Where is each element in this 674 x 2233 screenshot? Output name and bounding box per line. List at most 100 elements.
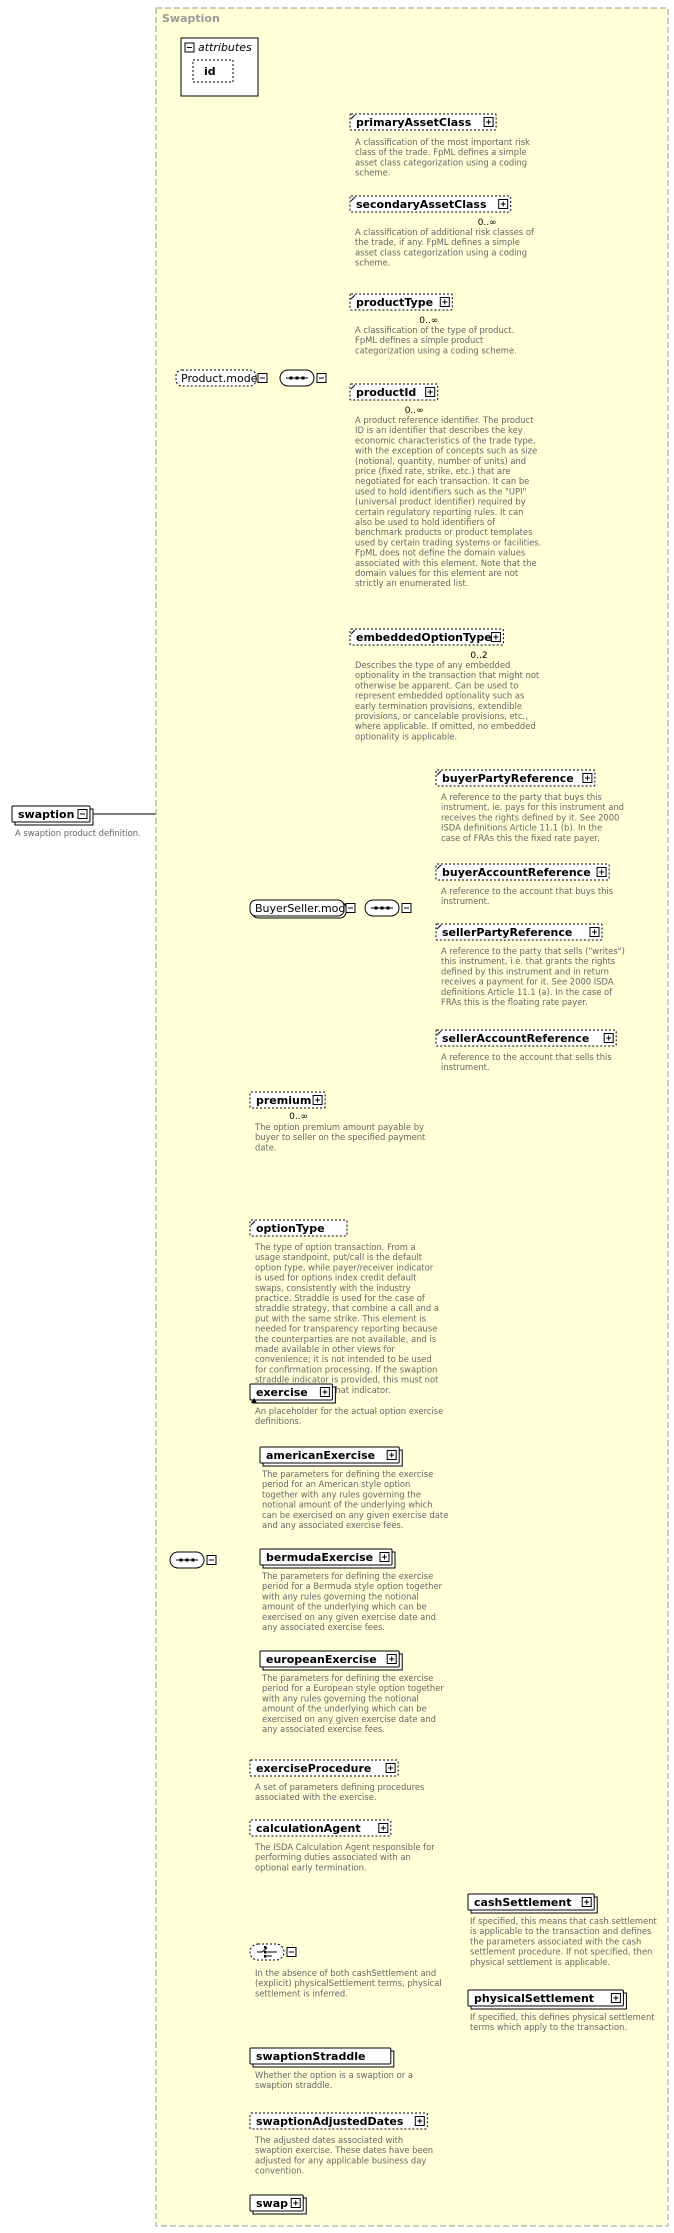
doc-line: date. xyxy=(255,1142,277,1152)
root-swaption-element[interactable]: swaption xyxy=(11,805,94,826)
element-optionType-label: optionType xyxy=(256,1222,325,1235)
doc-line: FRAs this is the floating rate payer. xyxy=(441,997,588,1007)
doc-line: instrument. xyxy=(441,896,490,906)
product-model-sequence-collapse-icon[interactable] xyxy=(316,373,327,383)
swaptionStraddle-documentation: Whether the option is a swaption or aswa… xyxy=(255,2070,413,2090)
doc-line: used by certain trading systems or facil… xyxy=(355,537,541,547)
doc-line: period for a Bermuda style option togeth… xyxy=(262,1581,443,1591)
element-bermudaExercise[interactable]: bermudaExercise xyxy=(259,1548,396,1569)
doc-line: The parameters for defining the exercise xyxy=(261,1571,433,1581)
element-americanExercise[interactable]: americanExercise xyxy=(259,1446,403,1467)
element-embeddedOptionType-label: embeddedOptionType xyxy=(356,631,492,644)
doc-line: associated with this element. Note that … xyxy=(355,558,537,568)
element-swaptionAdjustedDates[interactable]: swaptionAdjustedDates xyxy=(249,2112,428,2130)
secondaryAssetClass-documentation: A classification of additional risk clas… xyxy=(355,227,535,268)
element-cashSettlement[interactable]: cashSettlement xyxy=(467,1893,598,1914)
element-primaryAssetClass[interactable]: primaryAssetClass xyxy=(349,113,497,131)
doc-line: In the absence of both cashSettlement an… xyxy=(255,1968,436,1978)
doc-line: physical settlement is applicable. xyxy=(470,1957,610,1967)
settlement-choice-collapse-icon[interactable] xyxy=(286,1947,297,1957)
product-model-sequence[interactable] xyxy=(279,369,315,387)
element-productType-expand-icon[interactable] xyxy=(439,297,450,307)
buyer-seller-model-group[interactable]: BuyerSeller.model xyxy=(249,899,355,919)
doc-line: Whether the option is a swaption or a xyxy=(255,2070,413,2080)
swaption-content-sequence-collapse-icon[interactable] xyxy=(206,1555,217,1565)
buyer-seller-sequence[interactable] xyxy=(364,899,400,917)
element-exercise[interactable]: exercise xyxy=(249,1383,336,1404)
element-secondaryAssetClass[interactable]: secondaryAssetClass xyxy=(349,195,512,213)
product-model-group[interactable]: Product.model xyxy=(175,369,261,387)
element-productId-label: productId xyxy=(356,386,416,399)
doc-line: defined by this instrument and in return xyxy=(441,966,609,976)
doc-line: exercised on any given exercise date and xyxy=(262,1612,436,1622)
element-embeddedOptionType-expand-icon[interactable] xyxy=(490,632,501,642)
element-premium[interactable]: premium xyxy=(249,1091,326,1109)
settlement-choice[interactable] xyxy=(249,1943,285,1961)
element-exerciseProcedure[interactable]: exerciseProcedure xyxy=(249,1759,399,1777)
element-optionType[interactable]: optionType xyxy=(249,1219,348,1237)
element-swaptionStraddle[interactable]: swaptionStraddle xyxy=(249,2047,395,2068)
element-secondaryAssetClass-expand-icon[interactable] xyxy=(498,199,509,209)
doc-line: convention. xyxy=(255,2166,304,2176)
doc-line: categorization using a coding scheme. xyxy=(355,345,517,355)
element-primaryAssetClass-expand-icon[interactable] xyxy=(483,117,494,127)
americanExercise-documentation: The parameters for defining the exercise… xyxy=(261,1469,448,1530)
element-buyerPartyReference-expand-icon[interactable] xyxy=(582,773,593,783)
element-buyerAccountReference[interactable]: buyerAccountReference xyxy=(435,863,610,881)
element-exercise-expand-icon[interactable] xyxy=(319,1387,330,1397)
element-buyerPartyReference[interactable]: buyerPartyReference xyxy=(435,769,596,787)
element-europeanExercise-expand-icon[interactable] xyxy=(386,1654,397,1664)
element-exerciseProcedure-expand-icon[interactable] xyxy=(385,1763,396,1773)
europeanExercise-documentation: The parameters for defining the exercise… xyxy=(261,1673,444,1734)
element-calculationAgent-expand-icon[interactable] xyxy=(378,1823,389,1833)
embeddedOptionType-documentation: Describes the type of any embeddedoption… xyxy=(355,660,540,741)
element-calculationAgent[interactable]: calculationAgent xyxy=(249,1819,392,1837)
doc-line: negotiated for each transaction. It can … xyxy=(355,476,529,486)
product-model-group-collapse-icon[interactable] xyxy=(257,373,268,383)
doc-line: asset class categorization using a codin… xyxy=(355,247,527,257)
element-physicalSettlement[interactable]: physicalSettlement xyxy=(467,1989,627,2010)
element-physicalSettlement-expand-icon[interactable] xyxy=(610,1993,621,2003)
doc-line: The option premium amount payable by xyxy=(254,1122,424,1132)
doc-line: receives the rights defined by it. See 2… xyxy=(441,812,619,822)
element-premium-expand-icon[interactable] xyxy=(312,1095,323,1105)
doc-line: option type, while payer/receiver indica… xyxy=(255,1262,434,1272)
root-swaption-element-label: swaption xyxy=(18,808,74,821)
element-productId[interactable]: productId xyxy=(349,383,439,401)
productType-documentation: A classification of the type of product.… xyxy=(355,325,517,355)
element-sellerAccountReference[interactable]: sellerAccountReference xyxy=(435,1029,617,1047)
doc-line: otherwise be apparent. Can be used to xyxy=(355,680,518,690)
doc-line: straddle strategy, that combine a call a… xyxy=(255,1303,439,1313)
doc-line: provisions, or cancelable provisions, et… xyxy=(355,711,528,721)
element-americanExercise-expand-icon[interactable] xyxy=(386,1450,397,1460)
buyer-seller-model-group-collapse-icon[interactable] xyxy=(345,903,356,913)
swaption-collapse-icon[interactable] xyxy=(77,809,88,819)
doc-line: economic characteristics of the trade ty… xyxy=(355,435,536,445)
doc-line: (explicit) physicalSettlement terms, phy… xyxy=(255,1978,442,1988)
doc-line: optionality is applicable. xyxy=(355,731,457,741)
buyer-seller-sequence-collapse-icon[interactable] xyxy=(401,903,412,913)
element-sellerPartyReference-expand-icon[interactable] xyxy=(589,927,600,937)
element-cashSettlement-expand-icon[interactable] xyxy=(581,1897,592,1907)
doc-line: (universal product identifier) required … xyxy=(355,497,526,507)
root-documentation: A swaption product definition. xyxy=(15,828,141,838)
element-sellerPartyReference[interactable]: sellerPartyReference xyxy=(435,923,603,941)
doc-line: early termination provisions, extendible xyxy=(355,701,522,711)
element-swaptionAdjustedDates-expand-icon[interactable] xyxy=(414,2116,425,2126)
element-productType[interactable]: productType xyxy=(349,293,453,311)
doc-line: certain regulatory reporting rules. It c… xyxy=(355,507,523,517)
element-swap-expand-icon[interactable] xyxy=(290,2198,301,2208)
swaption-content-sequence[interactable] xyxy=(169,1551,205,1569)
element-embeddedOptionType[interactable]: embeddedOptionType xyxy=(349,628,504,646)
element-bermudaExercise-expand-icon[interactable] xyxy=(379,1552,390,1562)
attributes-collapse-icon[interactable] xyxy=(184,42,195,53)
doc-line: FpML does not define the domain values xyxy=(355,548,525,558)
swaptionAdjustedDates-documentation: The adjusted dates associated withswapti… xyxy=(254,2135,433,2176)
element-buyerAccountReference-expand-icon[interactable] xyxy=(596,867,607,877)
element-productId-expand-icon[interactable] xyxy=(425,387,436,397)
element-europeanExercise[interactable]: europeanExercise xyxy=(259,1650,403,1671)
doc-line: the parameters associated with the cash xyxy=(470,1936,641,1946)
doc-line: period for a European style option toget… xyxy=(262,1683,444,1693)
element-sellerAccountReference-expand-icon[interactable] xyxy=(603,1033,614,1043)
